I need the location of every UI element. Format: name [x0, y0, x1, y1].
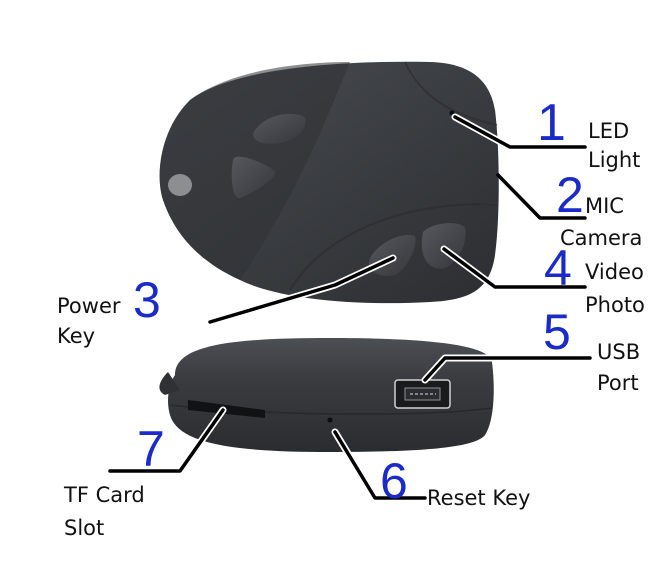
callout-label-2-line1: MIC — [585, 194, 624, 218]
callout-label-3-line1: Power — [57, 294, 121, 318]
reset-key-hole — [327, 417, 333, 423]
callout-label-5-line2: Port — [597, 371, 639, 395]
device-top-view — [159, 61, 499, 304]
leader-line-1 — [453, 115, 587, 149]
callout-label-4-line1: Camera — [560, 226, 643, 250]
leader-line-4 — [442, 247, 587, 289]
device-side-view — [159, 338, 494, 452]
leader-line-2 — [496, 173, 587, 220]
leader-line-5 — [423, 356, 592, 382]
callout-label-4-line3: Photo — [585, 293, 645, 317]
callout-label-6-line1: Reset Key — [427, 486, 531, 510]
callout-number-3: 3 — [133, 272, 161, 328]
callout-label-7-line1: TF Card — [64, 483, 145, 507]
callout-label-7-line2: Slot — [64, 516, 105, 540]
callout-number-2: 2 — [556, 167, 584, 223]
side-arrow-button — [231, 156, 276, 199]
callout-label-4-line2: Video — [585, 260, 644, 284]
callout-label-5-line1: USB — [597, 340, 641, 364]
callout-number-4: 4 — [544, 240, 572, 296]
leader-line-7 — [108, 408, 225, 473]
callout-label-3-line2: Key — [57, 324, 96, 348]
leader-line-6 — [333, 430, 427, 500]
callout-label-1-line2: Light — [588, 148, 641, 172]
leader-lines — [106, 113, 594, 502]
callout-number-6: 6 — [380, 453, 408, 509]
leader-line-3 — [208, 256, 395, 324]
callout-label-1-line1: LED — [588, 119, 630, 143]
up-arrow-button — [253, 113, 306, 144]
callout-number-1: 1 — [537, 94, 566, 152]
tf-card-slot — [188, 400, 265, 418]
callout-number-7: 7 — [137, 421, 165, 477]
callout-number-5: 5 — [543, 304, 571, 360]
